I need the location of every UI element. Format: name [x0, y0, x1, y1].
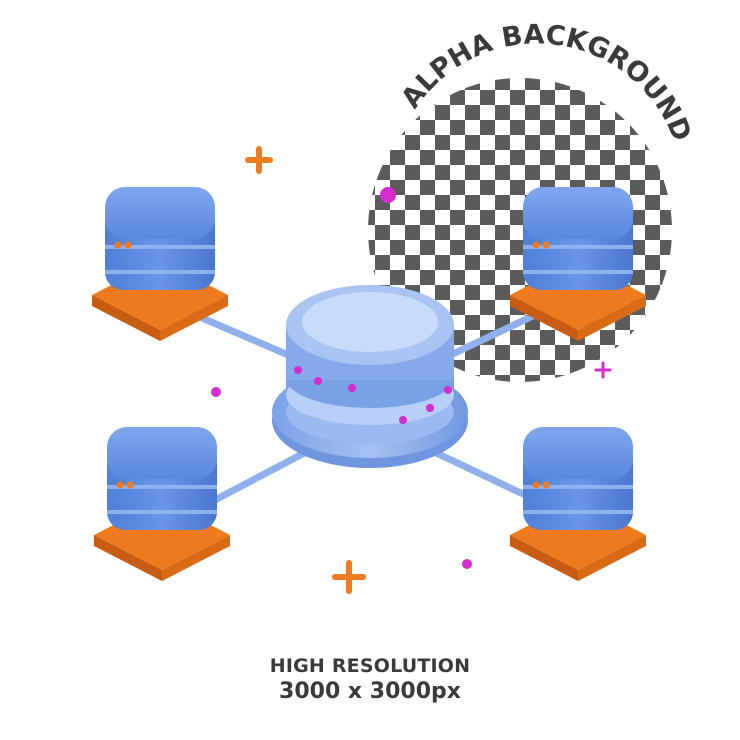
- sparkle-icon: [245, 146, 273, 174]
- caption-resolution-label: HIGH RESOLUTION: [269, 655, 471, 677]
- dot-icon: [462, 559, 472, 569]
- sparkle-icon: [594, 361, 612, 379]
- server-icon: [510, 187, 646, 341]
- hub-icon: [272, 285, 468, 468]
- connection-lines: [191, 311, 539, 504]
- caption-dimensions: 3000 x 3000px: [279, 679, 461, 704]
- server-icon: [510, 427, 646, 581]
- hub-dots: [294, 366, 452, 424]
- server-icon: [94, 427, 230, 581]
- dot-icon: [380, 187, 396, 203]
- server-icon: [92, 187, 228, 341]
- dot-icon: [211, 387, 221, 397]
- sparkle-icon: [332, 560, 366, 594]
